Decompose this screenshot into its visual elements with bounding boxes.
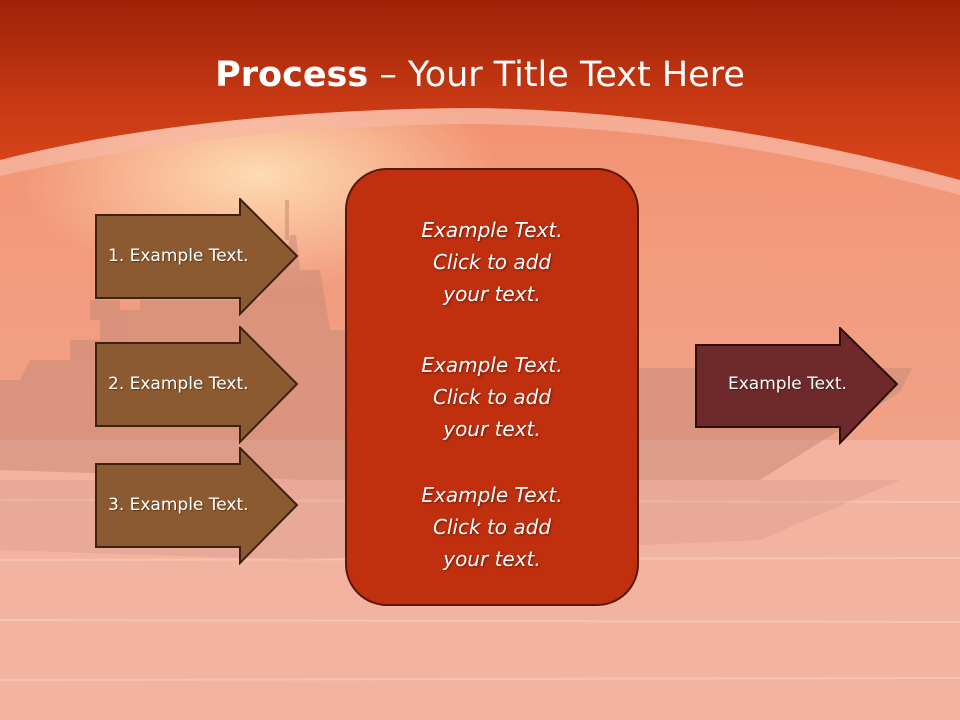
page-title: Process – Your Title Text Here (0, 50, 960, 100)
right-arrow-shape (695, 327, 899, 445)
arrow-shape-1 (95, 198, 299, 316)
center-paragraph-2: Example Text. Click to add your text. (421, 353, 563, 441)
center-paragraph-1: Example Text. Click to add your text. (421, 218, 563, 306)
left-arrow-label-1: 1. Example Text. (108, 246, 249, 266)
center-paragraph-3: Example Text. Click to add your text. (421, 483, 563, 571)
arrow-shape-3 (95, 447, 299, 565)
left-arrow-3[interactable]: 3. Example Text. (95, 447, 300, 565)
left-arrow-label-2: 2. Example Text. (108, 374, 249, 394)
arrow-shape-2 (95, 326, 299, 444)
center-text-box[interactable]: Example Text. Click to add your text. Ex… (345, 168, 639, 606)
left-arrow-2[interactable]: 2. Example Text. (95, 326, 300, 444)
right-arrow[interactable]: Example Text. (695, 327, 900, 445)
title-bold: Process (215, 55, 369, 95)
left-arrow-1[interactable]: 1. Example Text. (95, 198, 300, 316)
left-arrow-label-3: 3. Example Text. (108, 495, 249, 515)
right-arrow-label: Example Text. (728, 374, 847, 394)
title-rest: – Your Title Text Here (368, 55, 745, 95)
